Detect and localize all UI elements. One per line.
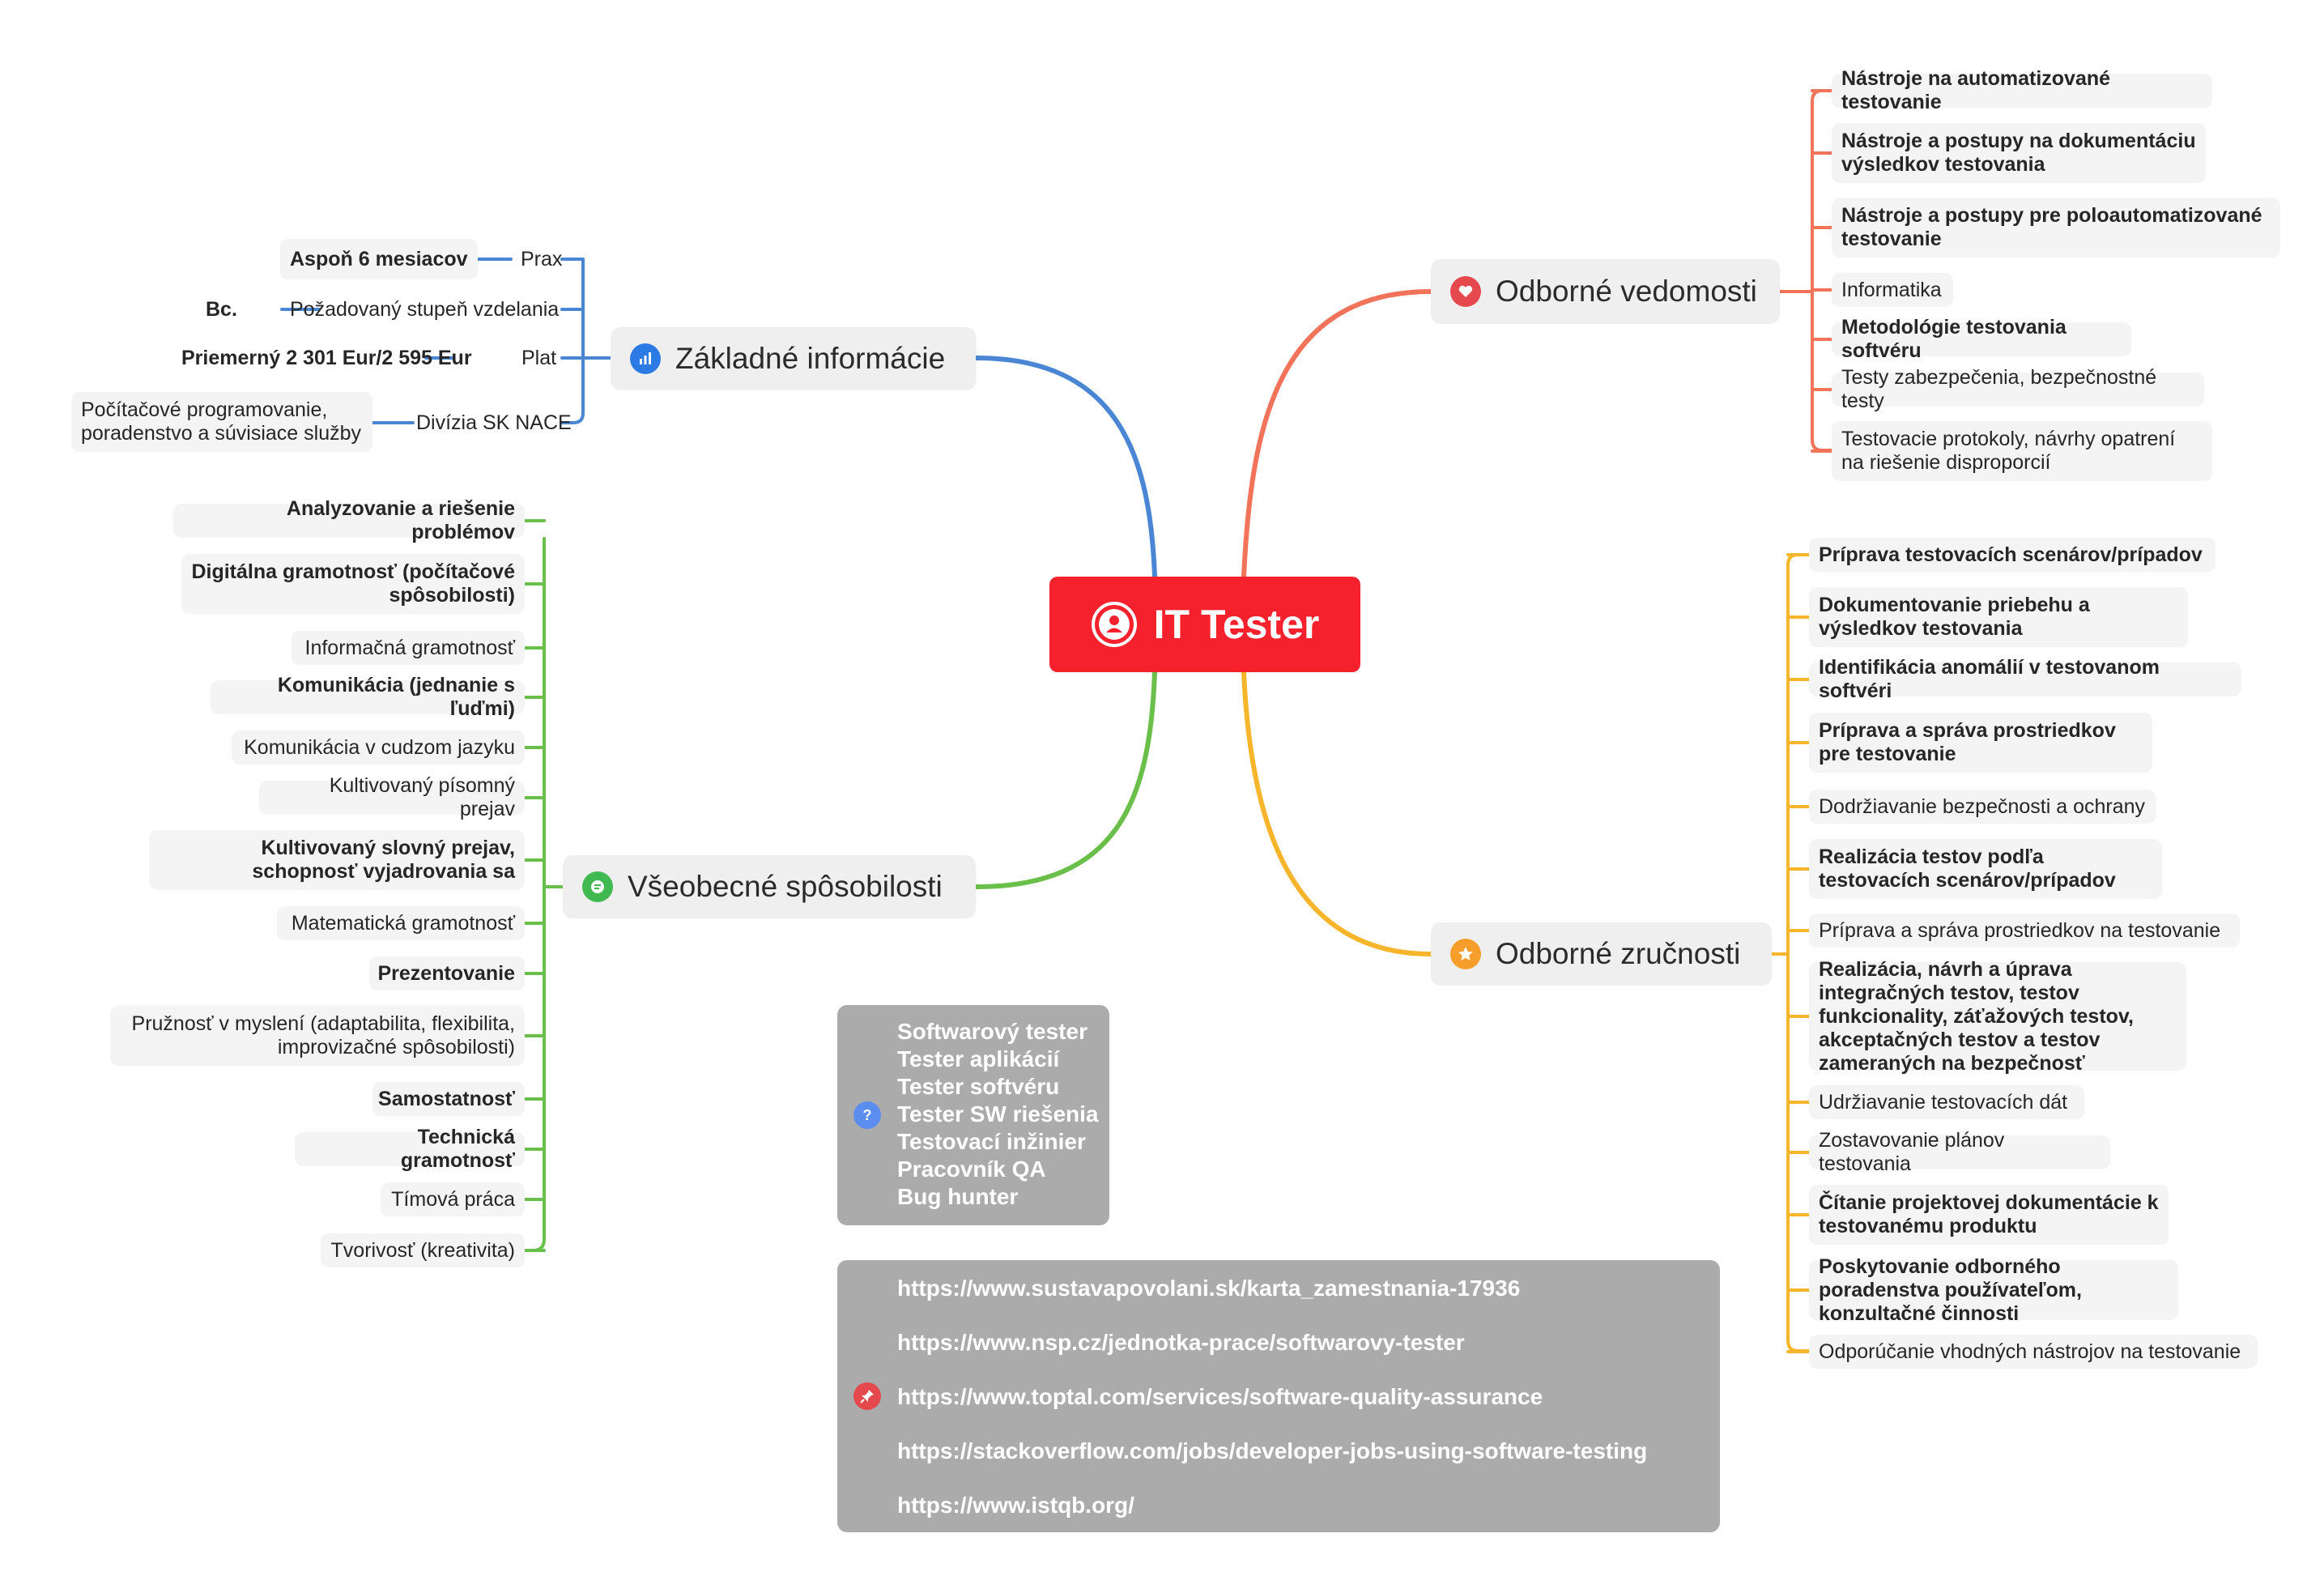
vseobecne-item[interactable]: Pružnosť v myslení (adaptabilita, flexib… bbox=[110, 1006, 525, 1066]
synonym-item: Bug hunter bbox=[897, 1184, 1019, 1209]
link-url[interactable]: https://www.nsp.cz/jednotka-prace/softwa… bbox=[897, 1330, 1465, 1355]
vedomosti-item[interactable]: Testovacie protokoly, návrhy opatrení na… bbox=[1832, 421, 2212, 481]
synonym-item: Testovací inžinier bbox=[897, 1129, 1086, 1154]
vseobecne-item[interactable]: Informačná gramotnosť bbox=[292, 631, 525, 665]
zakladne-label-vzdelanie: Požadovaný stupeň vzdelania bbox=[290, 297, 560, 321]
synonyms-list: Softwarový tester Tester aplikácií Teste… bbox=[897, 1018, 1098, 1211]
link-central-vseobecne bbox=[973, 670, 1157, 889]
vseobecne-item[interactable]: Kultivovaný písomný prejav bbox=[259, 774, 525, 820]
link-url[interactable]: https://www.sustavapovolani.sk/karta_zam… bbox=[897, 1276, 1521, 1301]
vseobecne-item[interactable]: Digitálna gramotnosť (počítačové spôsobi… bbox=[181, 554, 525, 614]
branch-title: Odborné vedomosti bbox=[1496, 275, 1757, 308]
branch-odborne-vedomosti[interactable]: Odborné vedomosti bbox=[1431, 259, 1780, 324]
branch-zakladne-informacie[interactable]: Základné informácie bbox=[611, 327, 976, 390]
vseobecne-item[interactable]: Tímová práca bbox=[381, 1182, 525, 1216]
vedomosti-item[interactable]: Testy zabezpečenia, bezpečnostné testy bbox=[1832, 366, 2204, 412]
pin-icon bbox=[853, 1382, 881, 1410]
zrucnosti-item[interactable]: Realizácia testov podľa testovacích scen… bbox=[1809, 839, 2162, 899]
branch-title: Základné informácie bbox=[675, 342, 946, 375]
zrucnosti-item[interactable]: Realizácia, návrh a úprava integračných … bbox=[1809, 958, 2186, 1075]
vseobecne-item[interactable]: Tvorivosť (kreativita) bbox=[321, 1233, 525, 1267]
link-central-vedomosti bbox=[1241, 289, 1433, 579]
branch-title: Všeobecné spôsobilosti bbox=[628, 870, 943, 903]
zakladne-value-nace: Počítačové programovanie, poradenstvo a … bbox=[71, 392, 372, 452]
vseobecne-item[interactable]: Analyzovanie a riešenie problémov bbox=[173, 497, 525, 543]
zakladne-value-plat: Priemerný 2 301 Eur/2 595 Eur bbox=[181, 346, 472, 369]
vedomosti-item[interactable]: Metodológie testovania softvéru bbox=[1832, 316, 2131, 362]
zrucnosti-item[interactable]: Príprava a správa prostriedkov pre testo… bbox=[1809, 713, 2152, 773]
zakladne-label-plat: Plat bbox=[521, 346, 557, 369]
zrucnosti-item[interactable]: Dodržiavanie bezpečnosti a ochrany bbox=[1809, 790, 2156, 824]
synonym-item: Tester aplikácií bbox=[897, 1046, 1060, 1071]
zrucnosti-item[interactable]: Dokumentovanie priebehu a výsledkov test… bbox=[1809, 587, 2188, 647]
link-url[interactable]: https://www.istqb.org/ bbox=[897, 1493, 1134, 1518]
synonym-item: Softwarový tester bbox=[897, 1019, 1088, 1044]
vseobecne-item[interactable]: Technická gramotnosť bbox=[295, 1126, 525, 1172]
vseobecne-item[interactable]: Matematická gramotnosť bbox=[277, 906, 525, 940]
zakladne-value-prax: Aspoň 6 mesiacov bbox=[280, 239, 478, 279]
svg-text:?: ? bbox=[863, 1107, 872, 1123]
zrucnosti-item[interactable]: Príprava testovacích scenárov/prípadov bbox=[1809, 538, 2215, 572]
synonym-item: Tester softvéru bbox=[897, 1074, 1060, 1099]
zrucnosti-item[interactable]: Identifikácia anomálií v testovanom soft… bbox=[1809, 656, 2241, 702]
links-box: https://www.sustavapovolani.sk/karta_zam… bbox=[837, 1260, 1720, 1532]
vseobecne-item[interactable]: Prezentovanie bbox=[369, 956, 525, 990]
vedomosti-item[interactable]: Nástroje a postupy na dokumentáciu výsle… bbox=[1832, 123, 2206, 183]
central-title: IT Tester bbox=[1153, 602, 1320, 647]
vseobecne-item[interactable]: Komunikácia (jednanie s ľuďmi) bbox=[211, 674, 525, 720]
question-icon: ? bbox=[853, 1101, 881, 1129]
zrucnosti-item[interactable]: Udržiavanie testovacích dát bbox=[1809, 1085, 2084, 1119]
zakladne-label-prax: Prax bbox=[521, 247, 563, 270]
zrucnosti-item[interactable]: Odporúčanie vhodných nástrojov na testov… bbox=[1809, 1335, 2258, 1369]
links-list: https://www.sustavapovolani.sk/karta_zam… bbox=[897, 1275, 1647, 1546]
synonym-item: Pracovník QA bbox=[897, 1156, 1046, 1182]
vseobecne-item[interactable]: Kultivovaný slovný prejav, schopnosť vyj… bbox=[149, 830, 525, 890]
zakladne-value-vzdelanie: Bc. bbox=[206, 297, 237, 321]
star-icon bbox=[1450, 939, 1481, 969]
chat-icon bbox=[582, 871, 613, 902]
link-central-zakladne bbox=[973, 356, 1157, 579]
zrucnosti-item[interactable]: Čítanie projektovej dokumentácie k testo… bbox=[1809, 1185, 2169, 1245]
synonyms-box: ? Softwarový tester Tester aplikácií Tes… bbox=[837, 1005, 1109, 1225]
zrucnosti-item[interactable]: Príprava a správa prostriedkov na testov… bbox=[1809, 914, 2240, 948]
bar-chart-icon bbox=[630, 343, 661, 374]
vedomosti-item[interactable]: Nástroje na automatizované testovanie bbox=[1832, 67, 2212, 113]
vedomosti-item[interactable]: Nástroje a postupy pre poloautomatizovan… bbox=[1832, 198, 2280, 258]
link-url[interactable]: https://stackoverflow.com/jobs/developer… bbox=[897, 1438, 1648, 1463]
branch-title: Odborné zručnosti bbox=[1496, 937, 1741, 970]
vedomosti-item[interactable]: Informatika bbox=[1832, 273, 1953, 307]
synonym-item: Tester SW riešenia bbox=[897, 1101, 1099, 1127]
zrucnosti-item[interactable]: Poskytovanie odborného poradenstva použí… bbox=[1809, 1255, 2178, 1325]
user-circle-icon bbox=[1091, 601, 1138, 648]
central-topic[interactable]: IT Tester bbox=[1049, 577, 1360, 672]
link-central-zrucnosti bbox=[1241, 670, 1433, 956]
zakladne-label-nace: Divízia SK NACE bbox=[416, 411, 572, 434]
zrucnosti-item[interactable]: Zostavovanie plánov testovania bbox=[1809, 1129, 2110, 1175]
vseobecne-item[interactable]: Samostatnosť bbox=[372, 1082, 525, 1116]
link-url[interactable]: https://www.toptal.com/services/software… bbox=[897, 1384, 1543, 1409]
vseobecne-item[interactable]: Komunikácia v cudzom jazyku bbox=[232, 730, 525, 765]
heart-icon bbox=[1450, 276, 1481, 307]
branch-odborne-zrucnosti[interactable]: Odborné zručnosti bbox=[1431, 922, 1772, 986]
branch-vseobecne-sposobilosti[interactable]: Všeobecné spôsobilosti bbox=[563, 855, 976, 918]
